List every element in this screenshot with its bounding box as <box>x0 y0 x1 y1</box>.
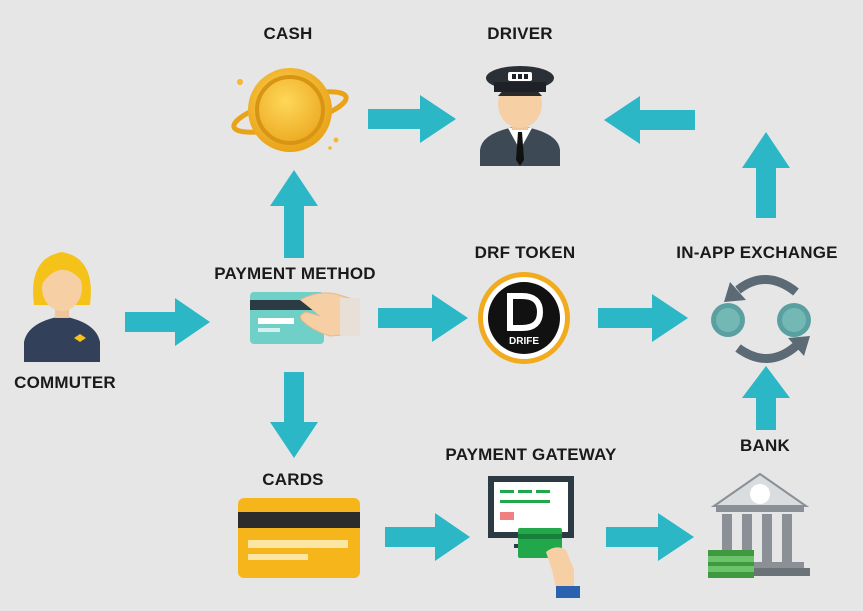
bank-icon <box>708 472 810 578</box>
payment-method-card-icon <box>250 292 360 344</box>
label-bank: BANK <box>740 436 790 455</box>
label-payment-method: PAYMENT METHOD <box>214 264 376 283</box>
arrow-payment-method-to-cash <box>270 170 318 258</box>
in-app-exchange-icon <box>711 275 811 363</box>
label-cash: CASH <box>263 24 313 43</box>
arrow-cards-to-payment-gateway <box>385 513 470 561</box>
arrows <box>125 95 790 561</box>
commuter-avatar-icon <box>24 252 100 362</box>
label-driver: DRIVER <box>487 24 553 43</box>
label-commuter: COMMUTER <box>14 373 116 392</box>
arrow-bank-to-exchange <box>742 366 790 430</box>
cards-icon <box>238 498 360 578</box>
arrow-commuter-to-payment-method <box>125 298 210 346</box>
arrow-exchange-to-driver <box>604 96 695 144</box>
arrow-payment-gateway-to-bank <box>606 513 694 561</box>
arrow-exchange-up <box>742 132 790 218</box>
arrow-drf-token-to-exchange <box>598 294 688 342</box>
label-in-app-exchange: IN-APP EXCHANGE <box>676 243 838 262</box>
arrow-cash-to-driver <box>368 95 456 143</box>
arrow-payment-method-to-cards <box>270 372 318 458</box>
payment-gateway-icon <box>488 476 580 598</box>
cash-coin-icon <box>231 68 349 152</box>
arrow-payment-method-to-drf-token <box>378 294 468 342</box>
driver-avatar-icon <box>480 66 560 166</box>
label-drf-token: DRF TOKEN <box>474 243 576 262</box>
label-cards: CARDS <box>262 470 324 489</box>
label-payment-gateway: PAYMENT GATEWAY <box>445 445 617 464</box>
drf-token-logo-text: DRIFE <box>509 336 539 347</box>
drf-token-icon: DRIFE <box>478 272 570 364</box>
